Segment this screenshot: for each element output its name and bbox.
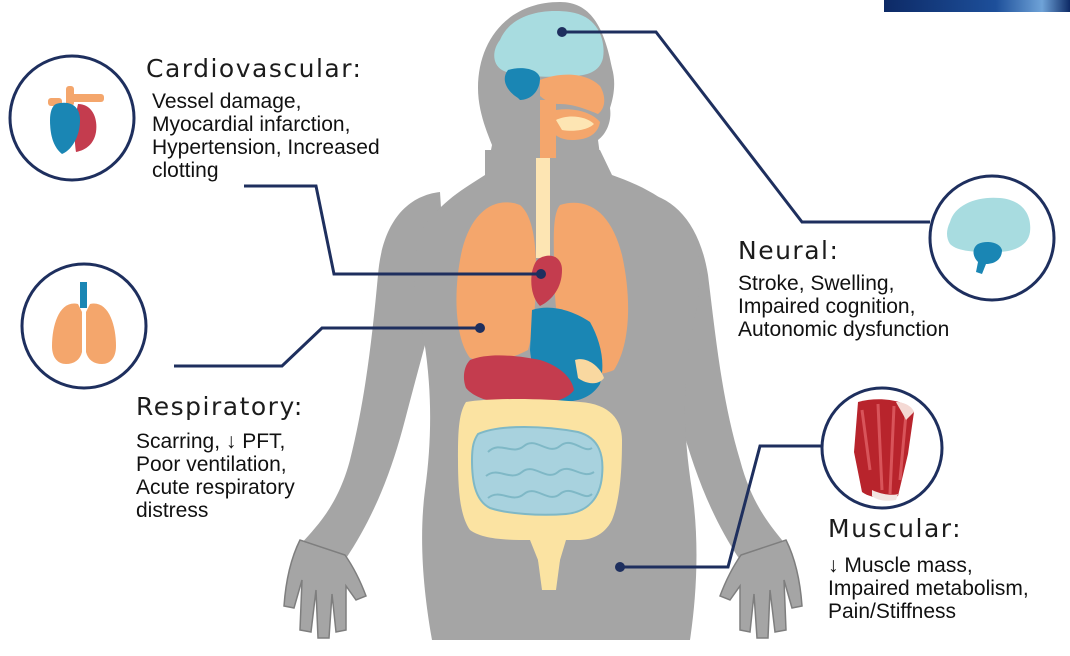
cardiovascular-line: clotting [152, 159, 380, 182]
respiratory-dot [475, 323, 485, 333]
respiratory-line: distress [136, 499, 295, 522]
neural-line: Autonomic dysfunction [738, 318, 949, 341]
neural-title: Neural: [738, 236, 839, 265]
neural-line: Impaired cognition, [738, 295, 949, 318]
muscular-dot [615, 562, 625, 572]
cardiovascular-line: Hypertension, Increased [152, 136, 380, 159]
cardiovascular-line: Myocardial infarction, [152, 113, 380, 136]
neural-line: Stroke, Swelling, [738, 272, 949, 295]
pharynx [540, 100, 556, 158]
respiratory-line: Poor ventilation, [136, 453, 295, 476]
trachea [536, 158, 550, 258]
cardiovascular-line: Vessel damage, [152, 90, 380, 113]
muscular-line: ↓ Muscle mass, [828, 554, 1029, 577]
muscular-line: Pain/Stiffness [828, 600, 1029, 623]
muscle-icon-circle [822, 388, 942, 508]
respiratory-description: Scarring, ↓ PFT, Poor ventilation, Acute… [136, 430, 295, 522]
heart-icon-circle [10, 56, 134, 180]
lungs-icon-circle [22, 264, 146, 388]
muscular-description: ↓ Muscle mass, Impaired metabolism, Pain… [828, 554, 1029, 623]
respiratory-title: Respiratory: [136, 392, 304, 421]
left-hand [284, 540, 366, 638]
neural-description: Stroke, Swelling, Impaired cognition, Au… [738, 272, 949, 341]
respiratory-line: Scarring, ↓ PFT, [136, 430, 295, 453]
cardio-dot [536, 269, 546, 279]
cardiovascular-title: Cardiovascular: [146, 54, 362, 83]
muscular-title: Muscular: [828, 514, 962, 543]
muscular-line: Impaired metabolism, [828, 577, 1029, 600]
respiratory-line: Acute respiratory [136, 476, 295, 499]
neural-dot [557, 27, 567, 37]
cardiovascular-description: Vessel damage, Myocardial infarction, Hy… [152, 90, 380, 182]
